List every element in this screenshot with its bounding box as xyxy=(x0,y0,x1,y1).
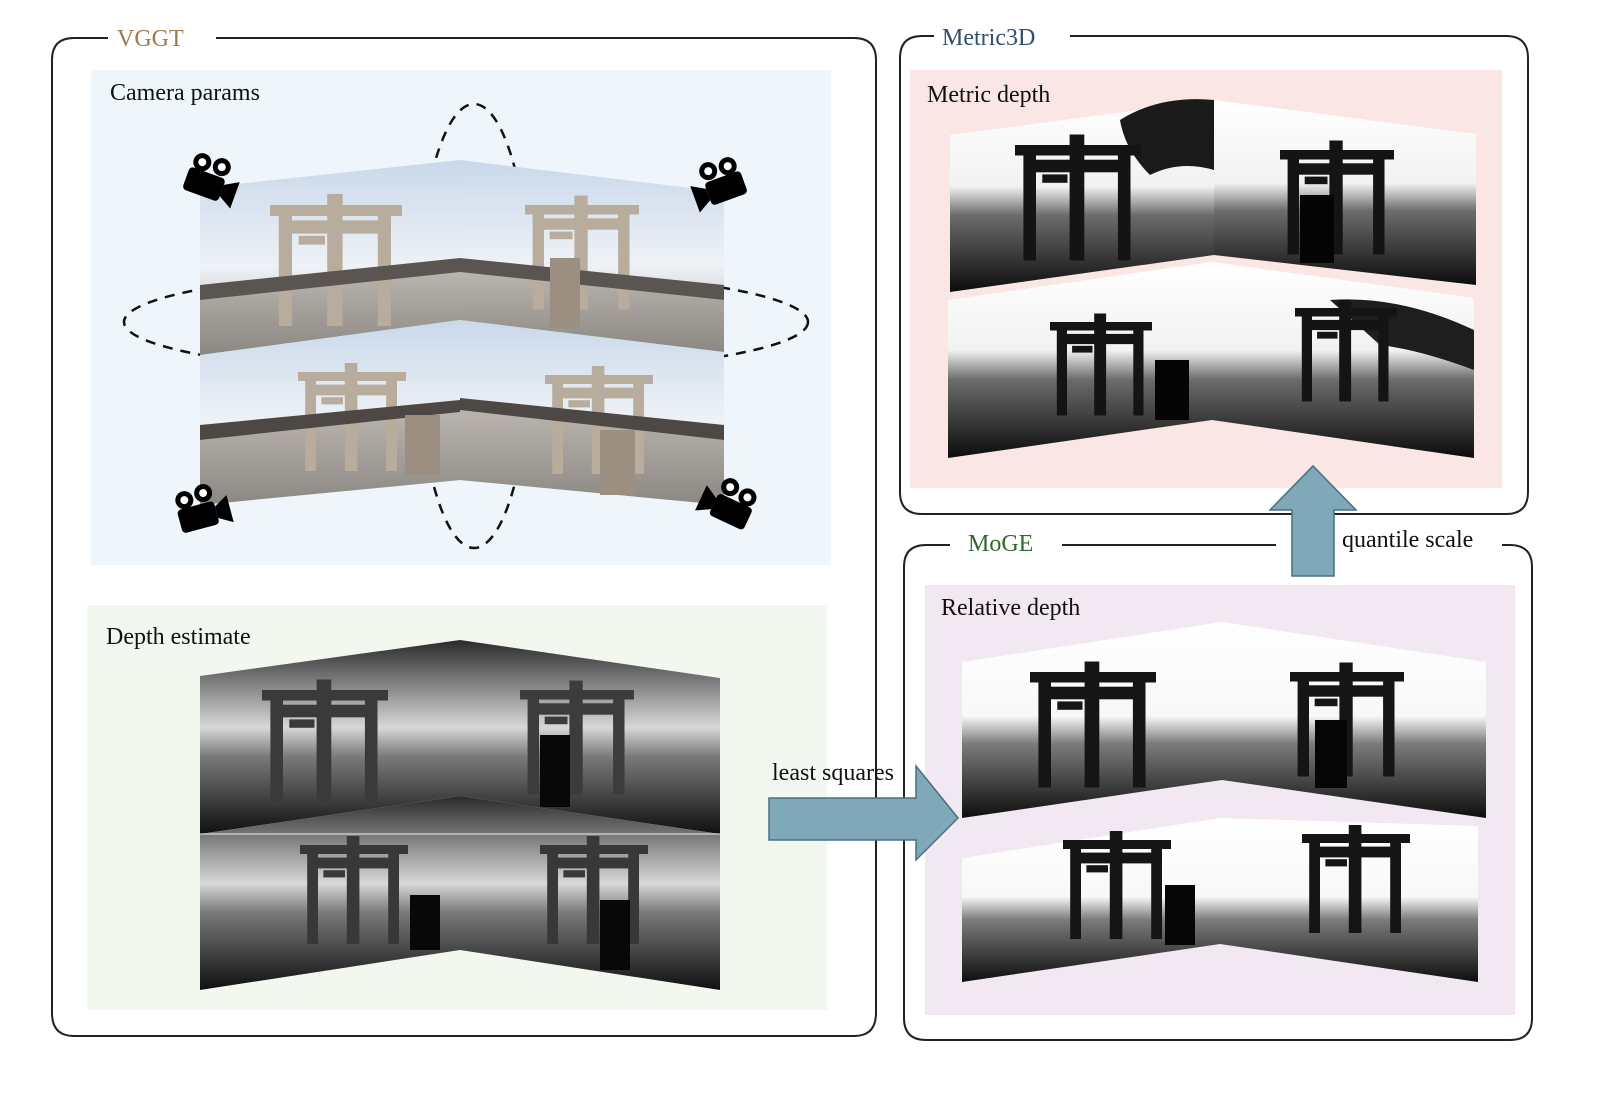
metric3d-title: Metric3D xyxy=(942,25,1035,51)
relative-depth-label: Relative depth xyxy=(941,595,1080,621)
least-squares-arrow[interactable]: least squares xyxy=(768,760,960,862)
metric3d-panel: Metric3D Metric depth xyxy=(899,25,1529,515)
input-view-top-right xyxy=(460,160,724,352)
relative-depth-map xyxy=(962,622,1486,982)
camera-params-label: Camera params xyxy=(110,80,260,106)
vggt-title: VGGT xyxy=(117,26,184,52)
input-view-top-left xyxy=(200,160,460,355)
quantile-scale-arrow[interactable]: quantile scale xyxy=(1268,464,1473,577)
input-view-bottom-left xyxy=(200,320,460,505)
vggt-depth-map xyxy=(200,640,720,990)
metric-depth-map xyxy=(948,99,1476,458)
moge-title: MoGE xyxy=(968,531,1033,557)
camera-orbit-horizontal xyxy=(122,268,810,376)
depth-estimate-label: Depth estimate xyxy=(106,624,251,650)
least-squares-label: least squares xyxy=(772,760,894,786)
input-view-bottom-right xyxy=(460,320,724,505)
metric-depth-label: Metric depth xyxy=(927,82,1050,108)
vggt-panel: VGGT Camera params xyxy=(51,26,877,1037)
moge-panel: MoGE Relative depth xyxy=(903,531,1533,1041)
quantile-scale-label: quantile scale xyxy=(1342,527,1473,553)
